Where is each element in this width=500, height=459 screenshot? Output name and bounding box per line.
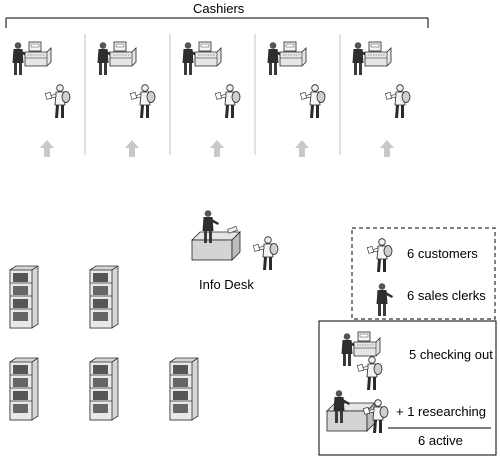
cash-register [194, 41, 222, 67]
bookshelf [89, 265, 119, 329]
legend-customer-icon [366, 238, 393, 273]
checkout-customer [384, 84, 411, 119]
cash-register [279, 41, 307, 67]
queue-arrow [40, 140, 54, 157]
cash-register [109, 41, 137, 67]
legend-customers-text: 6 customers [407, 246, 478, 261]
station-dividers [84, 34, 341, 155]
summary-active-text: 6 active [418, 433, 463, 448]
register-station [267, 41, 326, 157]
checkout-customer [129, 84, 156, 119]
bookshelf [9, 357, 39, 421]
register-station [352, 41, 411, 157]
cashiers-label: Cashiers [193, 1, 245, 16]
legend-sales-clerks-text: 6 sales clerks [407, 288, 486, 303]
bookshelf [9, 265, 39, 329]
summary-box [318, 320, 497, 456]
cashiers-bracket [5, 17, 429, 28]
queue-arrow [295, 140, 309, 157]
register-station [182, 41, 241, 157]
queue-arrow [380, 140, 394, 157]
queue-arrow [210, 140, 224, 157]
info-desk-label: Info Desk [199, 277, 254, 292]
legend-box [351, 227, 496, 320]
info-desk [191, 210, 279, 271]
summary-researching-text: + 1 researching [396, 404, 486, 419]
summary-register-icon [353, 331, 381, 357]
cash-register [24, 41, 52, 67]
bookshelves [9, 265, 199, 421]
checkout-customer [214, 84, 241, 119]
register-stations [12, 41, 411, 157]
legend-clerk-icon [376, 283, 393, 316]
bookshelf [89, 357, 119, 421]
summary-checking-out-text: 5 checking out [409, 347, 493, 362]
summary-customer-icon [356, 356, 383, 391]
queue-arrow [125, 140, 139, 157]
register-station [12, 41, 71, 157]
checkout-customer [44, 84, 71, 119]
cash-register [364, 41, 392, 67]
checkout-customer [299, 84, 326, 119]
register-station [97, 41, 156, 157]
info-desk-customer [252, 236, 279, 271]
bookshelf [169, 357, 199, 421]
